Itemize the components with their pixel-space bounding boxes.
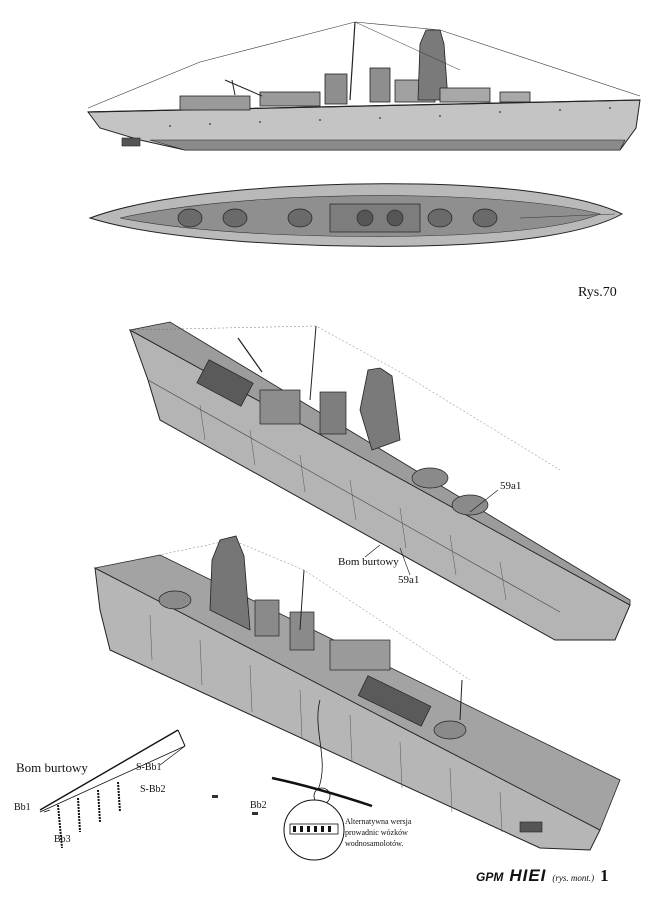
model-name: HIEI bbox=[509, 866, 547, 885]
profile-portholes bbox=[169, 107, 611, 127]
footer: GPM HIEI (rys. mont.) 1 bbox=[476, 866, 609, 890]
detail-title: Bom burtowy bbox=[16, 760, 88, 775]
plan-turrets bbox=[177, 208, 498, 228]
detail-bb3: Bb3 bbox=[54, 834, 71, 845]
inset-note-line: wodnosamolotów. bbox=[345, 839, 404, 848]
footer-subtitle: (rys. mont.) bbox=[552, 873, 595, 883]
detail-bb1: Bb1 bbox=[14, 802, 31, 813]
detail-sbb2: S-Bb2 bbox=[140, 784, 166, 795]
callout-boom-upper: Bom burtowy bbox=[338, 556, 399, 568]
inset-note-line: prowadnic wózków bbox=[345, 828, 408, 837]
upper-hull-side bbox=[129, 328, 631, 641]
lower-pagoda bbox=[209, 535, 251, 631]
publisher-logo: GPM bbox=[476, 870, 504, 884]
lower-hull-deck bbox=[93, 554, 621, 831]
inset-note-line: Alternatywna wersja bbox=[345, 817, 412, 826]
profile-boot-topping bbox=[149, 139, 626, 151]
page-number: 1 bbox=[600, 866, 609, 885]
callout-part-lower: 59a1 bbox=[398, 574, 420, 586]
detail-sbb1: S-Bb1 bbox=[136, 762, 162, 773]
lower-hull-side bbox=[94, 567, 601, 851]
upper-pagoda bbox=[359, 367, 401, 451]
figure-label: Rys.70 bbox=[578, 285, 617, 300]
detail-bb2: Bb2 bbox=[250, 800, 267, 811]
inset-note: Alternatywna wersja prowadnic wózków wod… bbox=[345, 816, 411, 849]
callout-part-upper: 59a1 bbox=[500, 480, 522, 492]
ship-profile-drawing bbox=[87, 21, 641, 247]
